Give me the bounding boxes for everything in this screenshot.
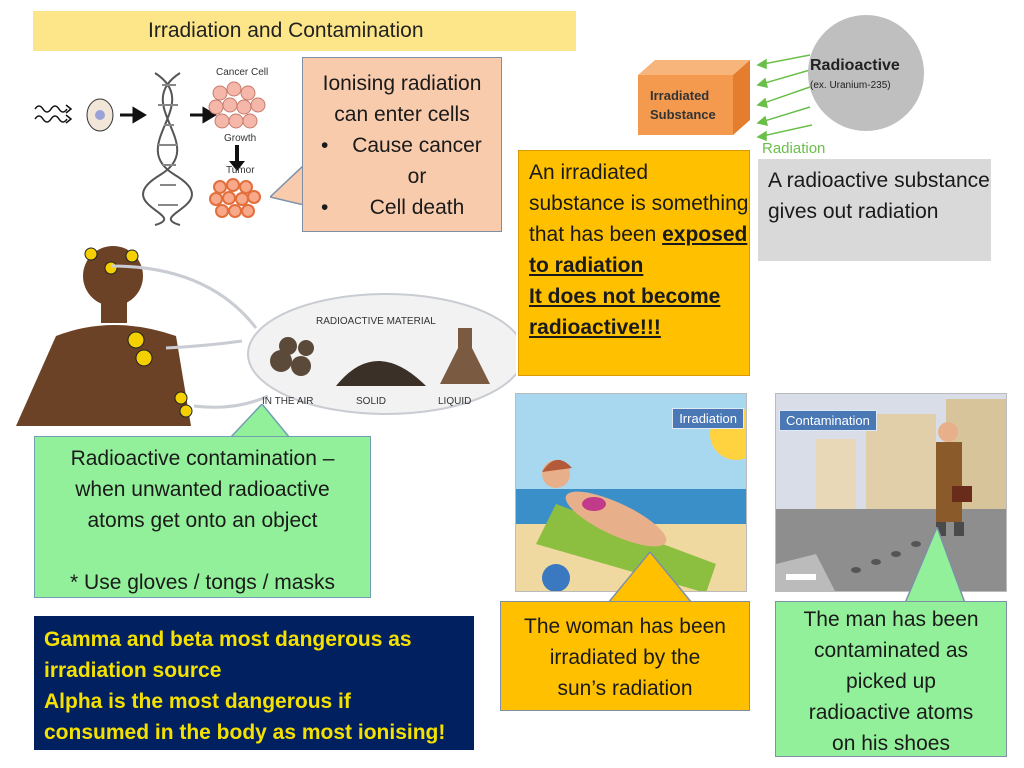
- air-label: IN THE AIR: [262, 396, 314, 407]
- radiation-source-diagram: Irradiated Substance Radioactive (ex. Ur…: [638, 15, 924, 157]
- cell-diagram: Cancer Cell Growth Tumor: [34, 67, 268, 226]
- contamination-line-3: atoms get onto an object: [87, 509, 318, 532]
- cube-label-2: Substance: [650, 107, 716, 122]
- source-subtitle: (ex. Uranium-235): [810, 80, 891, 91]
- woman-line-2: irradiated by the: [549, 646, 701, 669]
- material-title: RADIOACTIVE MATERIAL: [316, 316, 436, 327]
- woman-caption: The woman has been irradiated by the sun…: [500, 601, 750, 711]
- contamination-line-1: Radioactive contamination –: [70, 447, 335, 470]
- effect-cancer: Cause cancer: [303, 130, 501, 161]
- flask-icon: [440, 328, 490, 384]
- man-caption: The man has been contaminated as picked …: [775, 601, 1007, 757]
- page-title-text: Irradiation and Contamination: [148, 19, 424, 42]
- liquid-label: LIQUID: [438, 396, 471, 407]
- arrow-icon: [120, 106, 147, 124]
- contamination-diagram: RADIOACTIVE MATERIAL IN THE AIR SOLID LI…: [16, 246, 516, 426]
- radioactive-ball-icon: [808, 15, 924, 131]
- air-material-icon: [270, 337, 314, 376]
- irradiated-cube-icon: [638, 60, 750, 135]
- tumor-label: Tumor: [226, 165, 255, 176]
- gamma-line-1: Gamma and beta most dangerous as: [44, 628, 412, 651]
- gamma-line-3: Alpha is the most dangerous if: [44, 690, 351, 713]
- source-title: Radioactive: [810, 57, 900, 74]
- page-title: Irradiation and Contamination: [33, 11, 576, 51]
- woman-line-3: sun’s radiation: [557, 677, 693, 700]
- man-line-5: on his shoes: [832, 732, 950, 755]
- callout-pointer: [270, 165, 304, 205]
- cancer-cells-icon: [208, 81, 266, 129]
- contamination-pointer: [230, 404, 290, 438]
- gamma-line-4: consumed in the body as most ionising!: [44, 721, 446, 744]
- ionising-line-2: can enter cells: [334, 103, 470, 126]
- solid-material-icon: [336, 361, 426, 386]
- ionising-line-1: Ionising radiation: [322, 72, 482, 95]
- solid-label: SOLID: [356, 396, 386, 407]
- radioactive-definition: A radioactive substance gives out radiat…: [758, 159, 991, 261]
- radiation-arrows-icon: [756, 54, 813, 142]
- effect-or: or: [407, 165, 427, 188]
- radiation-symbol-icon: [84, 247, 193, 418]
- contamination-definition: Radioactive contamination – when unwante…: [34, 436, 371, 598]
- gamma-alpha-note: Gamma and beta most dangerous as irradia…: [34, 616, 474, 750]
- contamination-tag: Contamination: [779, 410, 877, 431]
- cancer-cell-label: Cancer Cell: [216, 67, 268, 78]
- radioactive-text: A radioactive substance gives out radiat…: [768, 169, 990, 223]
- man-line-3: picked up: [846, 670, 936, 693]
- radiation-label: Radiation: [762, 140, 825, 157]
- ionising-callout: Ionising radiation can enter cells Cause…: [302, 57, 502, 232]
- woman-line-1: The woman has been: [524, 615, 726, 638]
- woman-pointer: [607, 552, 693, 603]
- man-line-4: radioactive atoms: [808, 701, 974, 724]
- growth-label: Growth: [224, 133, 256, 144]
- man-pointer: [905, 527, 965, 603]
- irradiated-bold-text: exposed to radiation: [529, 223, 748, 277]
- irradiated-text: An irradiated substance is something tha…: [529, 161, 749, 246]
- contamination-line-4: * Use gloves / tongs / masks: [70, 571, 335, 594]
- effect-cell-death: Cell death: [303, 192, 501, 223]
- contamination-line-2: when unwanted radioactive: [75, 478, 330, 501]
- not-radioactive-text: It does not become radioactive!!!: [529, 285, 721, 339]
- radiation-wave-icon: [34, 104, 73, 124]
- man-line-1: The man has been: [803, 608, 979, 631]
- irradiated-definition: An irradiated substance is something tha…: [518, 150, 750, 376]
- tumor-icon: [209, 178, 261, 218]
- ionising-effects-list: Cause cancer or Cell death: [303, 130, 501, 223]
- man-line-2: contaminated as: [813, 639, 969, 662]
- gamma-line-2: irradiation source: [44, 659, 222, 682]
- dna-icon: [142, 72, 193, 226]
- cube-label-1: Irradiated: [650, 88, 709, 103]
- contamination-photo: Contamination: [775, 393, 1007, 592]
- irradiation-tag: Irradiation: [672, 408, 744, 429]
